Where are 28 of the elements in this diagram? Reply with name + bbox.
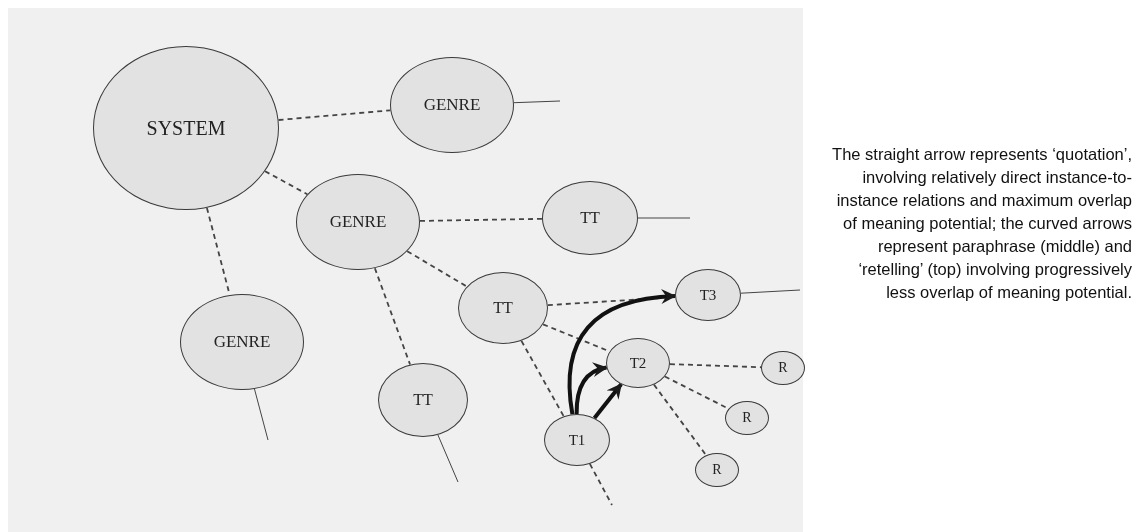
node-label: GENRE — [213, 332, 271, 352]
connector-line — [513, 100, 561, 104]
dashed-connector — [589, 463, 613, 506]
dashed-connector — [419, 217, 543, 222]
node-label: T3 — [699, 286, 717, 304]
arrow — [592, 383, 623, 420]
connector-line — [437, 434, 459, 483]
node-label: GENRE — [329, 212, 387, 232]
node-label: TT — [493, 299, 513, 317]
dashed-connector — [373, 267, 411, 366]
node-label: R — [742, 410, 752, 426]
node-label: TT — [580, 209, 600, 227]
connector-line — [740, 289, 801, 294]
node-label: GENRE — [423, 95, 481, 115]
dashed-connector — [277, 109, 392, 121]
dashed-connector — [520, 339, 565, 418]
connector-line — [253, 388, 269, 441]
node-label: T1 — [568, 431, 586, 449]
node-label: T2 — [629, 354, 647, 372]
connector-line — [637, 217, 691, 219]
node-label: SYSTEM — [146, 116, 226, 140]
arrow — [567, 289, 677, 415]
dashed-connector — [669, 363, 762, 369]
node-label: TT — [413, 391, 433, 409]
node-label: R — [712, 462, 722, 478]
node-label: R — [778, 360, 788, 376]
arrow — [574, 363, 608, 415]
caption-note: The straight arrow represents ‘quotation’, involving relatively direct instance-to-instance relations and maximum overlap of meaning potential; the curved arrows represent paraphrase (middle) and ‘retelling’ (top) involving progressively less overlap of meaning potential. — [832, 144, 1132, 303]
